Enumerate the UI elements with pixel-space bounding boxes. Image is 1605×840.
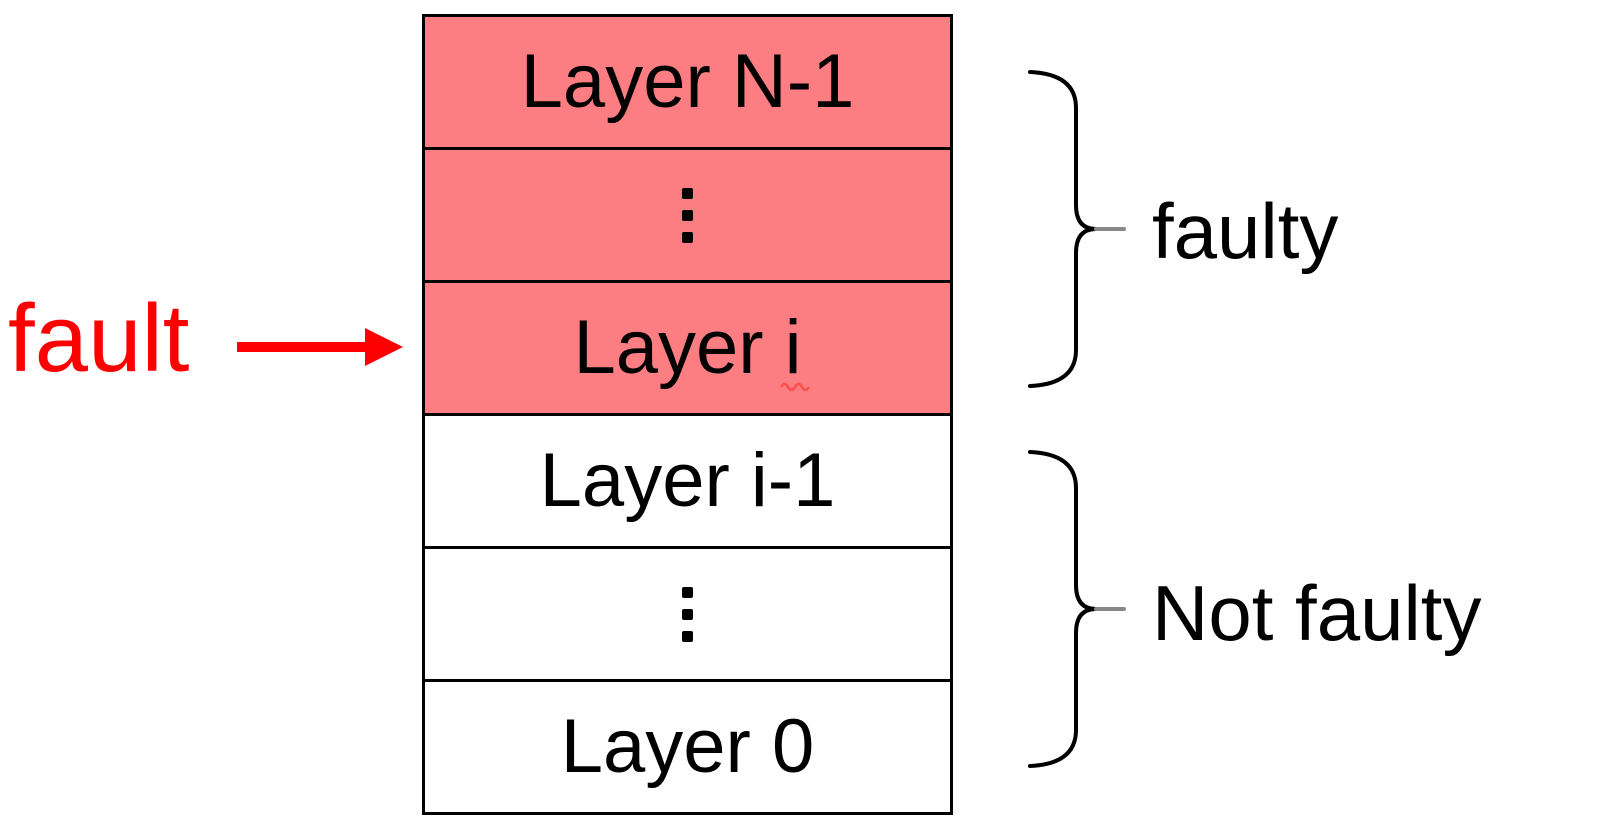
layer-row-label: Layer i xyxy=(573,305,802,390)
vertical-ellipsis-icon xyxy=(682,187,693,243)
layer-row-label: Layer i-1 xyxy=(539,438,836,523)
brace-not-faulty-icon xyxy=(1028,450,1126,768)
layer-stack: Layer N-1 Layer i Layer i-1 xyxy=(422,14,953,815)
spellcheck-squiggle-icon xyxy=(779,382,810,391)
layer-row-ellipsis-faulty xyxy=(425,147,950,280)
layer-row-i: Layer i xyxy=(425,280,950,413)
layer-row-i-minus-1: Layer i-1 xyxy=(425,413,950,546)
layer-row-label: Layer N-1 xyxy=(520,39,855,124)
layer-row-n-1: Layer N-1 xyxy=(425,17,950,147)
fault-arrow-icon xyxy=(237,328,403,366)
layer-row-ellipsis-notfaulty xyxy=(425,546,950,679)
faulty-label: faulty xyxy=(1152,187,1339,275)
layer-row-label: Layer 0 xyxy=(560,704,815,789)
vertical-ellipsis-icon xyxy=(682,586,693,642)
not-faulty-label: Not faulty xyxy=(1152,569,1482,657)
layer-row-0: Layer 0 xyxy=(425,679,950,812)
fault-label: fault xyxy=(8,285,190,392)
brace-faulty-icon xyxy=(1028,70,1126,388)
